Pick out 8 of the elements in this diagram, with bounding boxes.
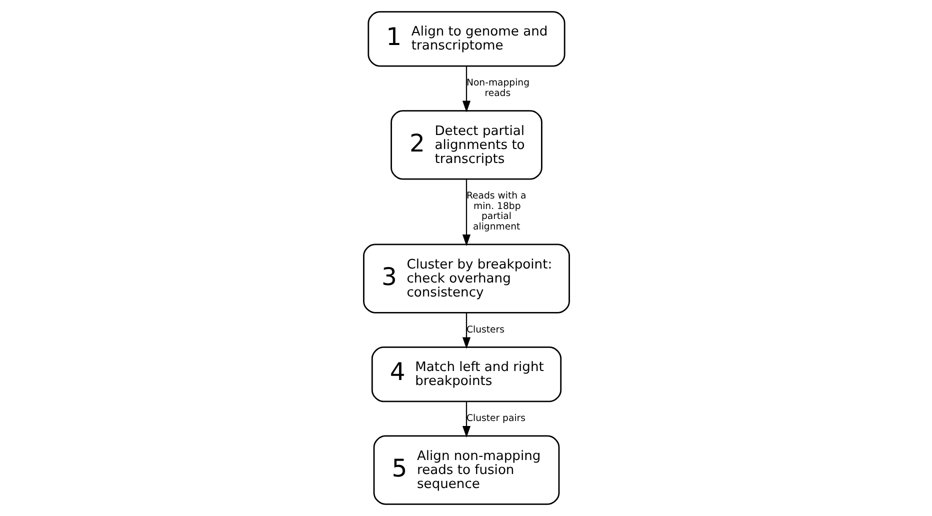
edge-label: Non-mapping reads <box>466 78 530 99</box>
arrow <box>462 66 470 112</box>
edge-label: Clusters <box>466 324 504 336</box>
arrow <box>462 402 470 438</box>
edge-label: Reads with a min. 18bp partial alignment <box>466 190 526 233</box>
edge-label: Cluster pairs <box>466 413 525 424</box>
arrow <box>462 312 470 349</box>
arrow <box>462 179 470 246</box>
